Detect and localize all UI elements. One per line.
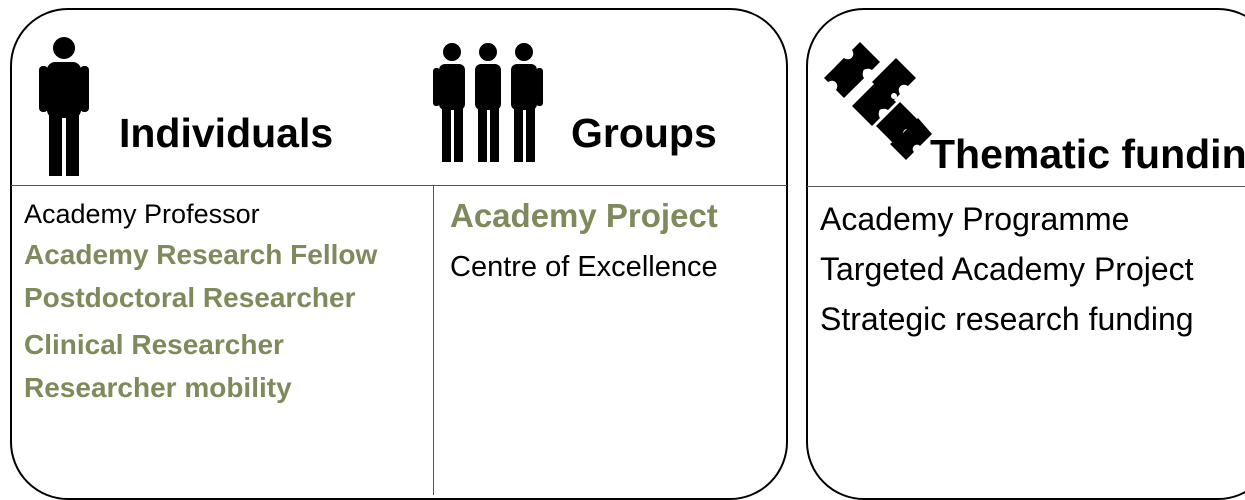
list-item-academy-project: Academy Project	[450, 197, 718, 234]
list-item-centre-of-excellence: Centre of Excellence	[450, 251, 718, 283]
list-item-researcher-mobility: Researcher mobility	[24, 372, 292, 403]
list-item-academy-programme: Academy Programme	[820, 201, 1130, 237]
individuals-heading: Individuals	[119, 110, 334, 156]
thematic-funding-heading: Thematic funding	[930, 131, 1245, 177]
list-item-postdoctoral-researcher: Postdoctoral Researcher	[24, 282, 356, 313]
groups-heading: Groups	[571, 110, 717, 156]
list-item-strategic-research-funding: Strategic research funding	[820, 301, 1194, 337]
list-item-academy-professor: Academy Professor	[24, 199, 260, 229]
group-of-people-icon	[433, 43, 543, 162]
person-icon	[39, 37, 89, 176]
list-item-academy-research-fellow: Academy Research Fellow	[24, 239, 378, 270]
list-item-clinical-researcher: Clinical Researcher	[24, 329, 284, 360]
individuals-groups-panel	[10, 8, 788, 500]
left-panel-header-divider	[11, 185, 787, 186]
list-item-targeted-academy-project: Targeted Academy Project	[820, 251, 1194, 287]
puzzle-pieces-icon	[824, 42, 932, 160]
individuals-groups-divider	[433, 186, 434, 495]
right-panel-header-divider	[807, 186, 1245, 187]
